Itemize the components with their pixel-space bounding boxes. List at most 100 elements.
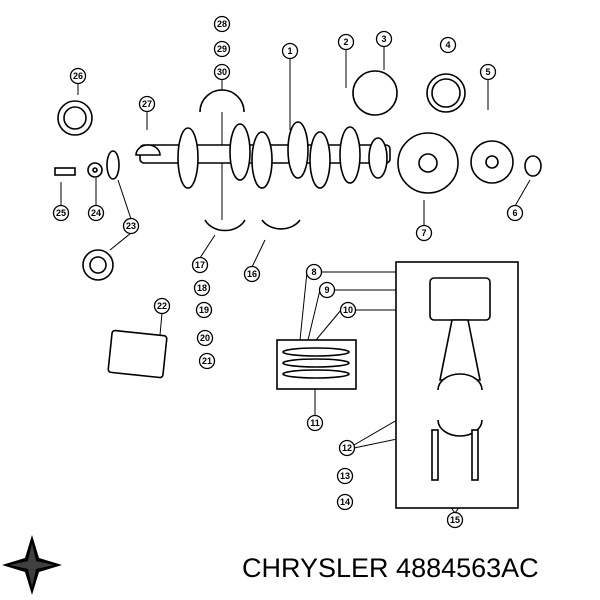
callout-16: 16 (243, 265, 261, 283)
callout-9: 9 (318, 281, 336, 299)
callout-label: 30 (217, 67, 227, 77)
bolt-6 (524, 155, 542, 177)
callout-circle (195, 301, 213, 319)
callout-2: 2 (337, 33, 355, 51)
callout-1: 1 (281, 42, 299, 60)
callout-circle (338, 439, 356, 457)
callout-circle (191, 256, 209, 274)
plate-5 (470, 140, 514, 184)
callout-10: 10 (339, 301, 357, 319)
callout-label: 11 (310, 418, 320, 428)
callout-3: 3 (375, 30, 393, 48)
callout-circle (318, 281, 336, 299)
main-bearings-lower (204, 219, 301, 232)
callout-label: 17 (195, 260, 205, 270)
callout-label: 24 (91, 208, 101, 218)
bolt-25 (54, 167, 76, 176)
callout-circle (305, 263, 323, 281)
callout-circle (375, 30, 393, 48)
callout-21: 21 (198, 352, 216, 370)
callout-circle (479, 63, 497, 81)
piston-box (395, 261, 519, 509)
callout-22: 22 (153, 297, 171, 315)
callout-14: 14 (336, 493, 354, 511)
callout-circle (439, 36, 457, 54)
callout-17: 17 (191, 256, 209, 274)
callout-circle (196, 329, 214, 347)
callout-circle (339, 301, 357, 319)
callout-circle (87, 204, 105, 222)
callout-7: 7 (415, 224, 433, 242)
callout-label: 14 (340, 497, 350, 507)
callout-12: 12 (338, 439, 356, 457)
washer-24 (87, 162, 103, 178)
callout-8: 8 (305, 263, 323, 281)
callout-circle (446, 511, 464, 529)
callout-circle (243, 265, 261, 283)
callout-label: 26 (73, 71, 83, 81)
callout-circle (198, 352, 216, 370)
chrysler-logo (2, 535, 62, 595)
callout-label: 28 (217, 19, 227, 29)
callout-circle (213, 40, 231, 58)
callout-label: 22 (157, 301, 167, 311)
callout-label: 2 (343, 37, 348, 47)
callout-24: 24 (87, 204, 105, 222)
callout-label: 25 (56, 208, 66, 218)
callout-label: 19 (199, 305, 209, 315)
main-bearing-upper (199, 89, 245, 113)
callout-circle (336, 467, 354, 485)
callout-label: 10 (343, 305, 353, 315)
callout-label: 5 (485, 67, 490, 77)
callout-19: 19 (195, 301, 213, 319)
callout-label: 8 (311, 267, 316, 277)
callout-4: 4 (439, 36, 457, 54)
part-number-caption: CHRYSLER 4884563AC (242, 553, 539, 583)
callout-circle (138, 95, 156, 113)
callout-circle (213, 15, 231, 33)
callout-label: 12 (342, 443, 352, 453)
callout-label: 1 (287, 46, 292, 56)
damper-pulley (82, 249, 114, 281)
ring-box (276, 339, 357, 390)
callout-label: 29 (217, 44, 227, 54)
callout-29: 29 (213, 40, 231, 58)
seal-4 (426, 73, 466, 113)
callout-circle (415, 224, 433, 242)
callout-30: 30 (213, 63, 231, 81)
callout-18: 18 (193, 279, 211, 297)
callout-circle (337, 33, 355, 51)
cover-22 (107, 329, 168, 379)
callout-circle (193, 279, 211, 297)
callout-circle (213, 63, 231, 81)
callout-5: 5 (479, 63, 497, 81)
callout-circle (52, 204, 70, 222)
plate-3 (352, 70, 398, 116)
callout-label: 16 (247, 269, 257, 279)
crankshaft (139, 121, 391, 189)
callout-27: 27 (138, 95, 156, 113)
callout-label: 21 (202, 356, 212, 366)
callout-circle (506, 204, 524, 222)
callout-23: 23 (122, 217, 140, 235)
callout-label: 18 (197, 283, 207, 293)
callout-15: 15 (446, 511, 464, 529)
callout-26: 26 (69, 67, 87, 85)
callout-20: 20 (196, 329, 214, 347)
callout-circle (281, 42, 299, 60)
callout-circle (69, 67, 87, 85)
callout-11: 11 (306, 414, 324, 432)
callout-label: 13 (340, 471, 350, 481)
seal-26 (57, 100, 93, 136)
callout-label: 3 (381, 34, 386, 44)
callout-label: 4 (445, 40, 450, 50)
callout-circle (153, 297, 171, 315)
callout-circle (306, 414, 324, 432)
callout-28: 28 (213, 15, 231, 33)
sprocket-23 (106, 150, 120, 180)
callout-label: 23 (126, 221, 136, 231)
callout-label: 9 (324, 285, 329, 295)
